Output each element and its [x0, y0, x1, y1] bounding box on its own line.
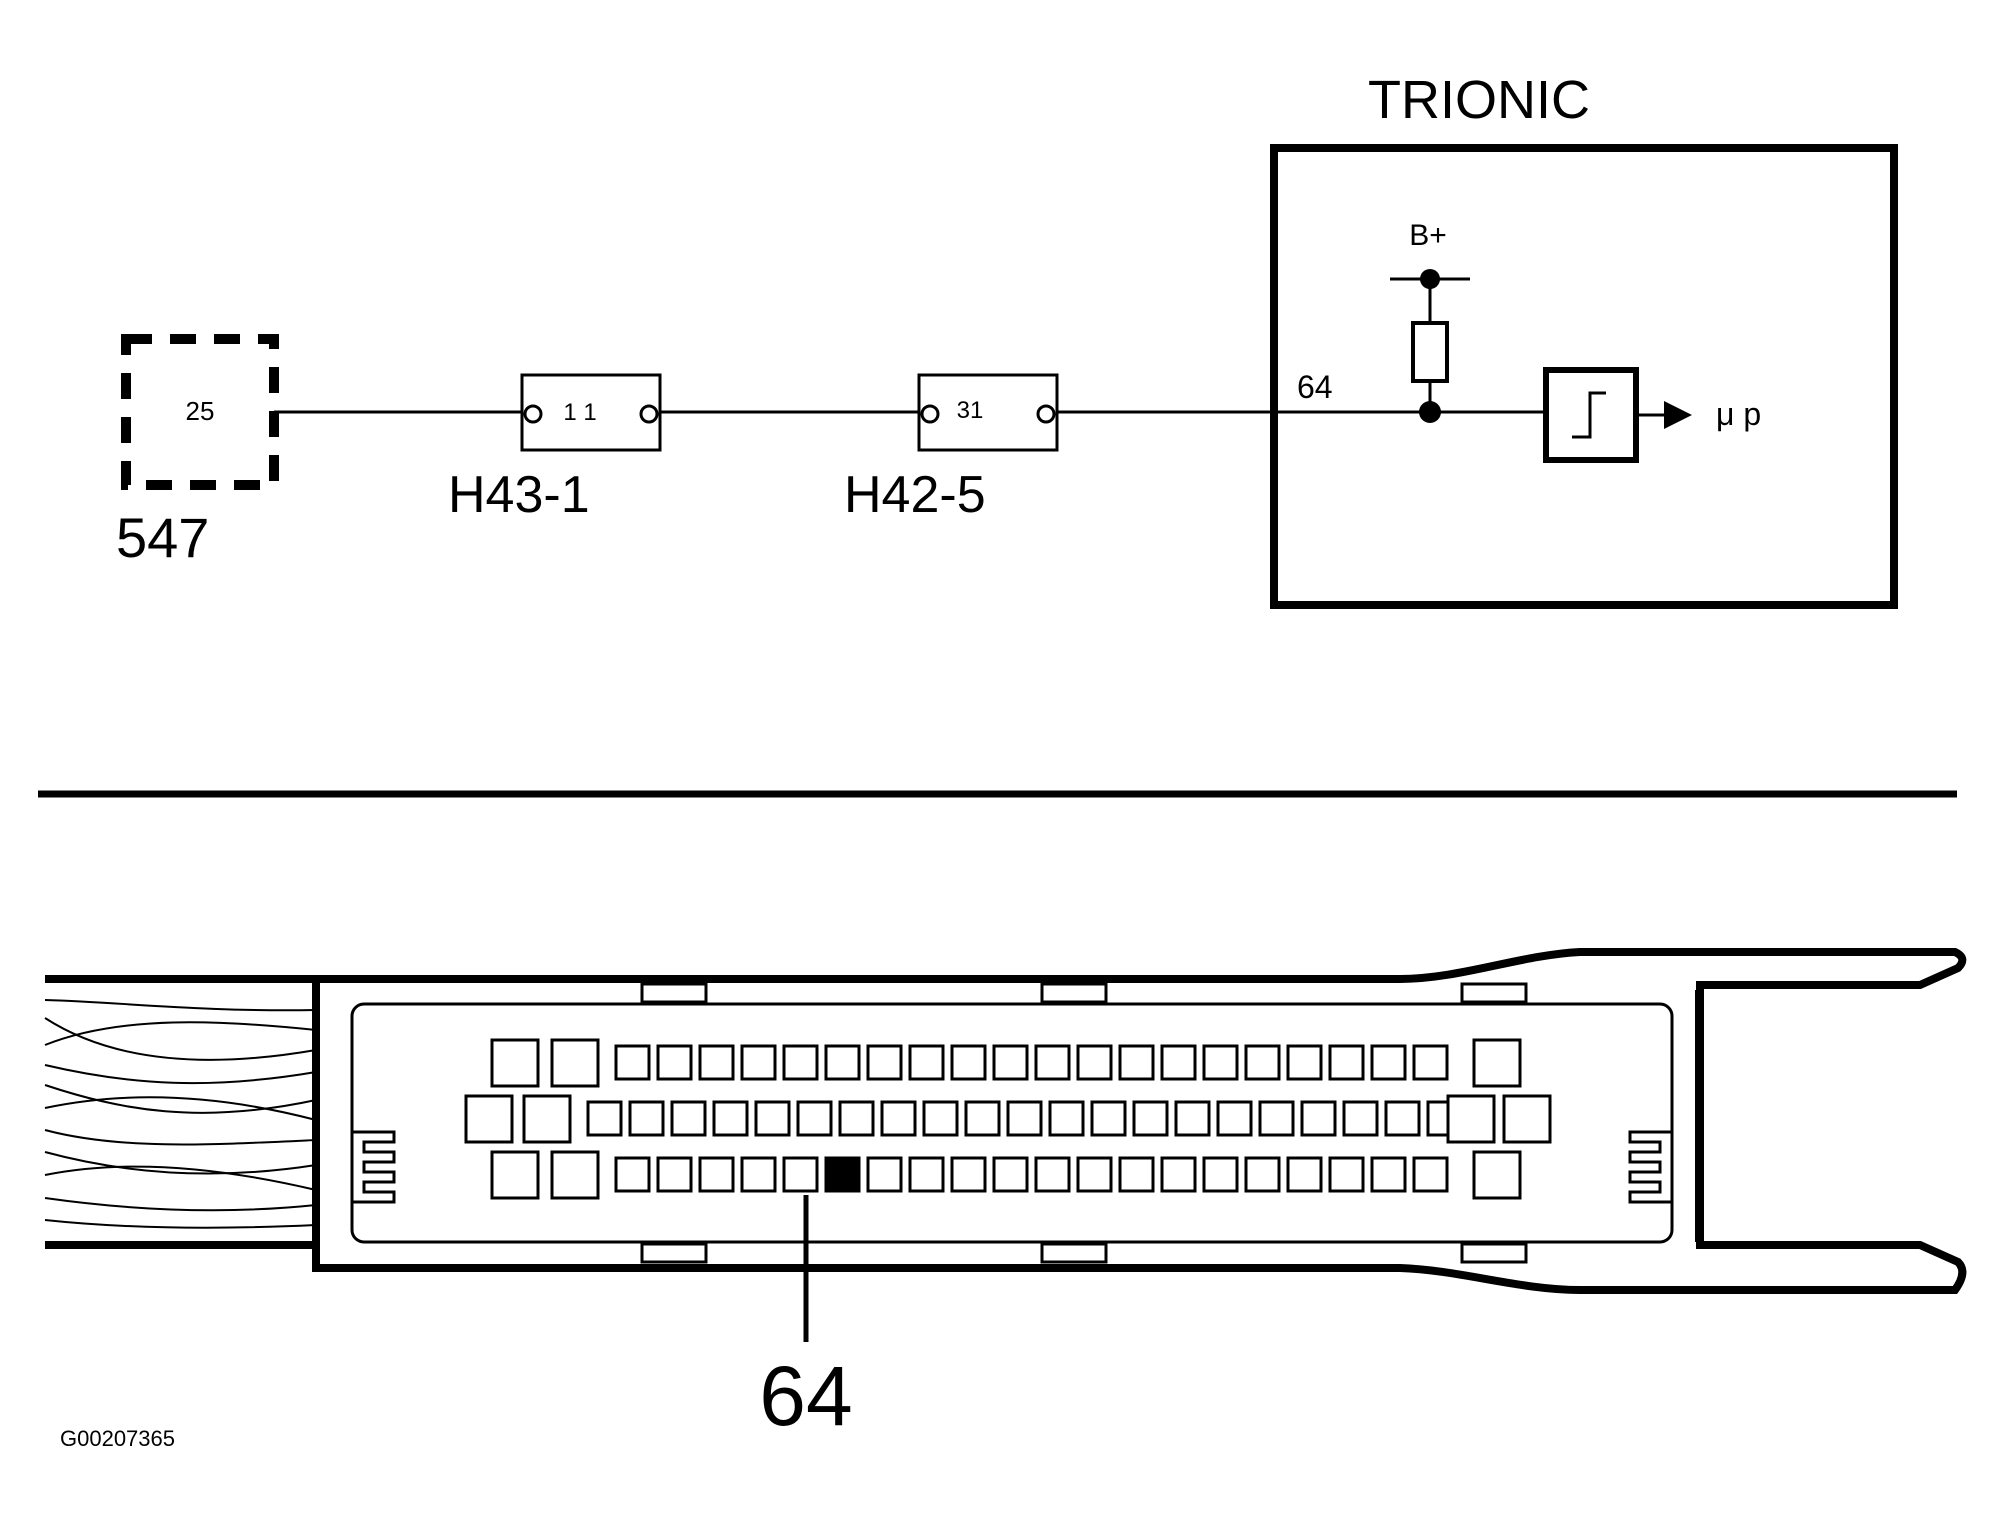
- pin-cavity: [614, 1044, 651, 1081]
- pin-cavity: [992, 1156, 1029, 1193]
- connector-pin-label: 31: [957, 397, 984, 424]
- pin-cavity: [740, 1156, 777, 1193]
- pin-cavity: [922, 1100, 959, 1137]
- pin-cavity: [1048, 1100, 1085, 1137]
- pull-up-resistor: [1411, 321, 1449, 383]
- pin-cavity: [754, 1100, 791, 1137]
- pin-cavity: [656, 1044, 693, 1081]
- pin-cavity: [1202, 1156, 1239, 1193]
- pin-cavity: [824, 1044, 861, 1081]
- supply-label: B+: [1409, 219, 1447, 252]
- pin-cavity: [1006, 1100, 1043, 1137]
- pin-cavity: [796, 1100, 833, 1137]
- pin-cavity: [1286, 1156, 1323, 1193]
- pin-cavity: [950, 1044, 987, 1081]
- pin-cavity: [838, 1100, 875, 1137]
- pin-cavity: [1244, 1044, 1281, 1081]
- pin-cavity: [1034, 1156, 1071, 1193]
- pin-cavity: [1328, 1044, 1365, 1081]
- output-label: μ p: [1716, 396, 1761, 432]
- pin-cavity: [1258, 1100, 1295, 1137]
- pin-cavity: [586, 1100, 623, 1137]
- large-pin-cavity: [1502, 1094, 1552, 1144]
- pin-cavity: [1076, 1156, 1113, 1193]
- connector-face-view: 64: [44, 948, 1967, 1443]
- pin-cavity: [908, 1156, 945, 1193]
- large-pin-cavity: [1472, 1038, 1522, 1088]
- large-pin-cavity: [490, 1038, 540, 1088]
- pin-cavity: [656, 1156, 693, 1193]
- pin-cavity: [1118, 1156, 1155, 1193]
- pin-cavity: [670, 1100, 707, 1137]
- pin-cavity-64-highlighted: [824, 1156, 861, 1193]
- pin-cavity: [614, 1156, 651, 1193]
- large-pin-cavity: [550, 1150, 600, 1200]
- connector-pin-label: 1 1: [563, 399, 596, 426]
- component-id-label: 547: [116, 506, 209, 569]
- pin-grid: [464, 1038, 1552, 1200]
- pin-cavity: [950, 1156, 987, 1193]
- schematic: 25 547 1 1 H43-1 31 H42-5 TRIONIC 64 B+: [116, 70, 1898, 609]
- step-icon: [1572, 391, 1606, 439]
- figure-id: G00207365: [60, 1426, 175, 1451]
- pin-callout-label: 64: [759, 1349, 852, 1443]
- large-pin-cavity: [1472, 1150, 1522, 1200]
- pin-cavity: [1034, 1044, 1071, 1081]
- pin-cavity: [866, 1044, 903, 1081]
- ecu-pin-label: 64: [1297, 369, 1333, 405]
- pin-cavity: [866, 1156, 903, 1193]
- pin-cavity: [1160, 1044, 1197, 1081]
- pin-cavity: [712, 1100, 749, 1137]
- pin-cavity: [698, 1044, 735, 1081]
- pin-cavity: [992, 1044, 1029, 1081]
- large-pin-cavity: [550, 1038, 600, 1088]
- large-pin-cavity: [522, 1094, 572, 1144]
- connector-housing: [312, 948, 1967, 1294]
- pin-cavity: [1216, 1100, 1253, 1137]
- connector-name-label: H42-5: [844, 466, 986, 524]
- connector-h42-5: 31 H42-5: [844, 373, 1059, 524]
- pin-cavity: [880, 1100, 917, 1137]
- pin-cavity: [908, 1044, 945, 1081]
- large-pin-cavity: [1446, 1094, 1496, 1144]
- pin-cavity: [782, 1044, 819, 1081]
- pin-cavity: [1174, 1100, 1211, 1137]
- pin-cavity: [698, 1156, 735, 1193]
- pin-cavity: [1384, 1100, 1421, 1137]
- pin-cavity: [1076, 1044, 1113, 1081]
- pin-cavity: [1412, 1044, 1449, 1081]
- pin-cavity: [1202, 1044, 1239, 1081]
- pin-cavity: [1370, 1044, 1407, 1081]
- side-notches: [352, 1130, 1672, 1204]
- pin-cavity: [964, 1100, 1001, 1137]
- ecu-box: [1270, 144, 1898, 609]
- large-pin-cavity: [490, 1150, 540, 1200]
- large-pin-cavity: [464, 1094, 514, 1144]
- output-arrow-icon: [1664, 401, 1692, 429]
- pin-cavity: [782, 1156, 819, 1193]
- wire-bundle: [44, 975, 317, 1249]
- pin-cavity: [1160, 1156, 1197, 1193]
- pin-cavity: [1342, 1100, 1379, 1137]
- pin-cavity: [1300, 1100, 1337, 1137]
- connector-name-label: H43-1: [448, 466, 590, 524]
- pin-cavity: [1132, 1100, 1169, 1137]
- pin-cavity: [1370, 1156, 1407, 1193]
- pin-cavity: [1090, 1100, 1127, 1137]
- pin-cavity: [1118, 1044, 1155, 1081]
- connector-inner-frame: [350, 1002, 1674, 1244]
- connector-h43-1: 1 1 H43-1: [448, 373, 662, 524]
- ecu-title: TRIONIC: [1368, 70, 1590, 130]
- pin-cavity: [628, 1100, 665, 1137]
- pin-cavity: [1328, 1156, 1365, 1193]
- component-pin-label: 25: [186, 396, 215, 426]
- latch-tabs: [640, 982, 1528, 1264]
- pin-cavity: [1286, 1044, 1323, 1081]
- pin-cavity: [1244, 1156, 1281, 1193]
- pin-cavity: [740, 1044, 777, 1081]
- pin-cavity: [1412, 1156, 1449, 1193]
